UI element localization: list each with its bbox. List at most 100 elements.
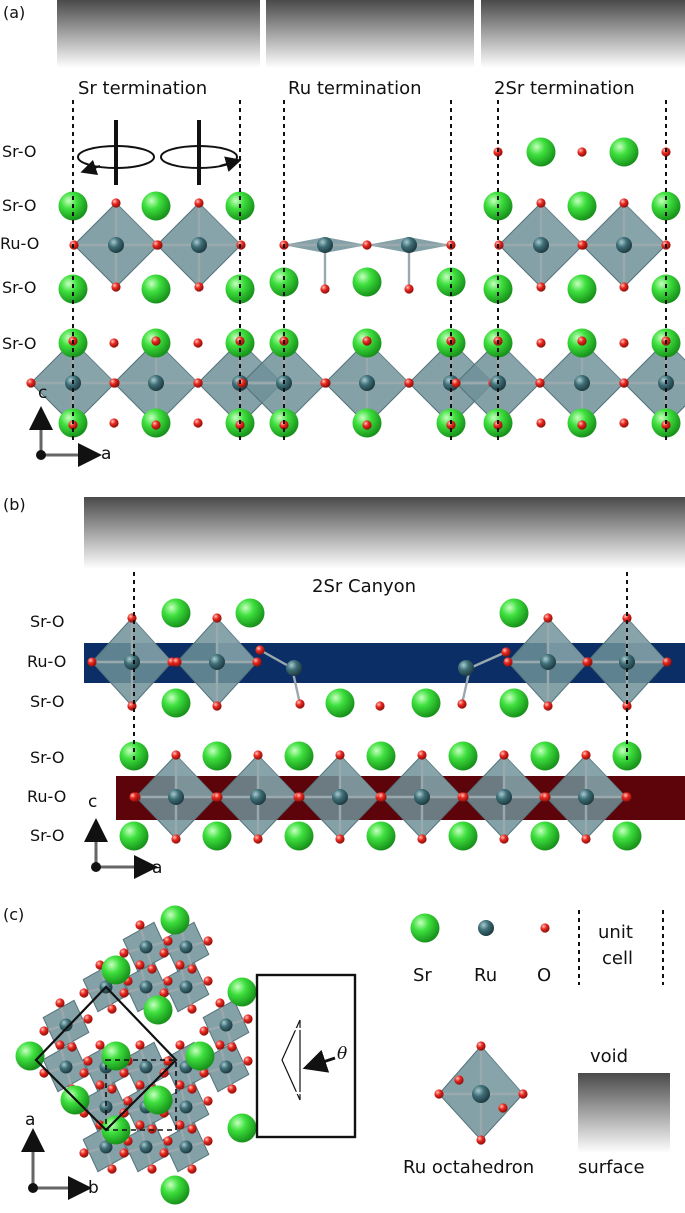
sr-atom: [202, 821, 232, 851]
sr-atom: [227, 977, 257, 1007]
o-atom: [577, 147, 587, 157]
o-atom: [193, 418, 203, 428]
sr-atom: [530, 821, 560, 851]
o-atom: [498, 1103, 508, 1113]
o-atom: [582, 657, 592, 667]
o-atom: [375, 701, 385, 711]
ru-atom: [179, 940, 193, 954]
sr-atom: [101, 1041, 131, 1071]
ru-atom: [99, 1100, 113, 1114]
o-atom: [135, 1120, 145, 1130]
ru-atom: [179, 1100, 193, 1114]
ru-o-bond: [469, 650, 507, 670]
o-atom: [451, 378, 461, 388]
ru-atom: [209, 654, 225, 670]
o-atom: [237, 378, 247, 388]
o-atom: [109, 338, 119, 348]
o-atom: [493, 420, 503, 430]
ru-atom: [139, 1140, 153, 1154]
axis-label-a: a: [25, 1110, 36, 1130]
o-atom: [536, 198, 546, 208]
o-atom: [194, 198, 204, 208]
octahedron-facet: [504, 755, 544, 797]
legend-label-unit: unit: [598, 922, 633, 943]
legend-label-sr: Sr: [413, 965, 432, 986]
void-surface-block: [57, 0, 260, 68]
o-atom: [163, 976, 173, 986]
o-atom: [79, 1148, 89, 1158]
layer-label-sr-o: Sr-O: [2, 196, 37, 215]
rotation-angle-label: θ: [337, 1044, 348, 1064]
panel-c-label: (c): [3, 905, 25, 924]
o-atom: [175, 960, 185, 970]
o-atom: [135, 960, 145, 970]
ru-atom: [616, 237, 632, 253]
sr-atom: [235, 598, 265, 628]
o-atom: [175, 1040, 185, 1050]
o-atom: [26, 378, 36, 388]
octahedron-facet: [116, 203, 158, 245]
o-atom: [320, 284, 330, 294]
axis-label-a: a: [152, 858, 163, 878]
o-atom: [581, 750, 591, 760]
sr-atom: [411, 688, 441, 718]
layer-label-ru-o: Ru-O: [27, 652, 67, 671]
o-atom: [577, 240, 587, 250]
o-atom: [661, 420, 671, 430]
ru-atom: [401, 237, 417, 253]
rotation-arrow: [219, 156, 242, 172]
o-atom: [107, 1084, 117, 1094]
ru-atom: [496, 789, 512, 805]
ru-atom: [414, 789, 430, 805]
sr-atom: [284, 821, 314, 851]
ru-atom: [540, 654, 556, 670]
o-atom: [107, 1164, 117, 1174]
o-atom: [151, 420, 161, 430]
o-atom: [227, 1084, 237, 1094]
2sr-canyon-title: 2Sr Canyon: [312, 576, 417, 597]
o-atom: [187, 1164, 197, 1174]
o-atom: [362, 420, 372, 430]
o-atom: [151, 336, 161, 346]
o-atom: [193, 338, 203, 348]
o-atom: [622, 701, 632, 711]
o-atom: [68, 420, 78, 430]
sr-atom: [143, 1085, 173, 1115]
sr-atom: [612, 821, 642, 851]
o-atom: [187, 1004, 197, 1014]
o-atom: [119, 1148, 129, 1158]
axis-label-b: b: [88, 1178, 99, 1198]
sr-atom: [284, 741, 314, 771]
ru-atom: [317, 237, 333, 253]
o-atom: [163, 936, 173, 946]
o-atom: [203, 936, 213, 946]
o-atom: [199, 1026, 209, 1036]
layer-label-sr-o: Sr-O: [2, 334, 37, 353]
sr-atom: [499, 598, 529, 628]
o-atom: [194, 282, 204, 292]
o-atom: [123, 1096, 133, 1106]
ru-atom: [472, 1085, 490, 1103]
layer-label-sr-o: Sr-O: [2, 142, 37, 161]
o-atom: [79, 1068, 89, 1078]
o-atom: [171, 834, 181, 844]
o-atom: [501, 647, 511, 657]
o-atom: [127, 701, 137, 711]
ru-atom: [574, 375, 590, 391]
axis-origin: [91, 862, 101, 872]
void-surface-block: [481, 0, 685, 68]
o-atom: [172, 657, 182, 667]
o-atom: [543, 613, 553, 623]
o-atom: [252, 657, 262, 667]
o-atom: [135, 1040, 145, 1050]
ru-atom: [59, 1018, 73, 1032]
sr-atom: [366, 741, 396, 771]
sr-atom: [352, 267, 382, 297]
o-atom: [404, 378, 414, 388]
o-atom: [540, 923, 550, 933]
o-atom: [362, 240, 372, 250]
octahedron-facet: [217, 618, 257, 662]
sr-atom: [202, 741, 232, 771]
sr-atom: [499, 688, 529, 718]
rotation-wedge: [281, 1019, 301, 1101]
